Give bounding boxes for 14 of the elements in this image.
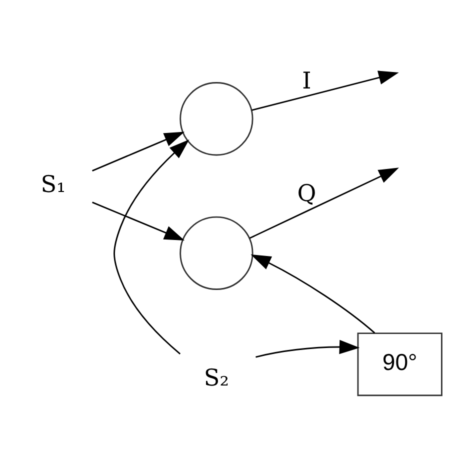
edge-label: I (302, 68, 312, 94)
arrow (92, 131, 185, 171)
arrow (252, 70, 399, 110)
arrow (92, 201, 185, 240)
node-circle (180, 216, 254, 290)
node-text: S₁ (40, 172, 66, 198)
node-box: 90° (357, 332, 442, 396)
arrow (114, 139, 190, 354)
arrow (256, 339, 360, 358)
arrow (249, 167, 399, 238)
edge-label: Q (297, 180, 316, 206)
node-circle (180, 82, 254, 156)
arrow (250, 254, 376, 334)
node-text: S₂ (204, 365, 229, 392)
